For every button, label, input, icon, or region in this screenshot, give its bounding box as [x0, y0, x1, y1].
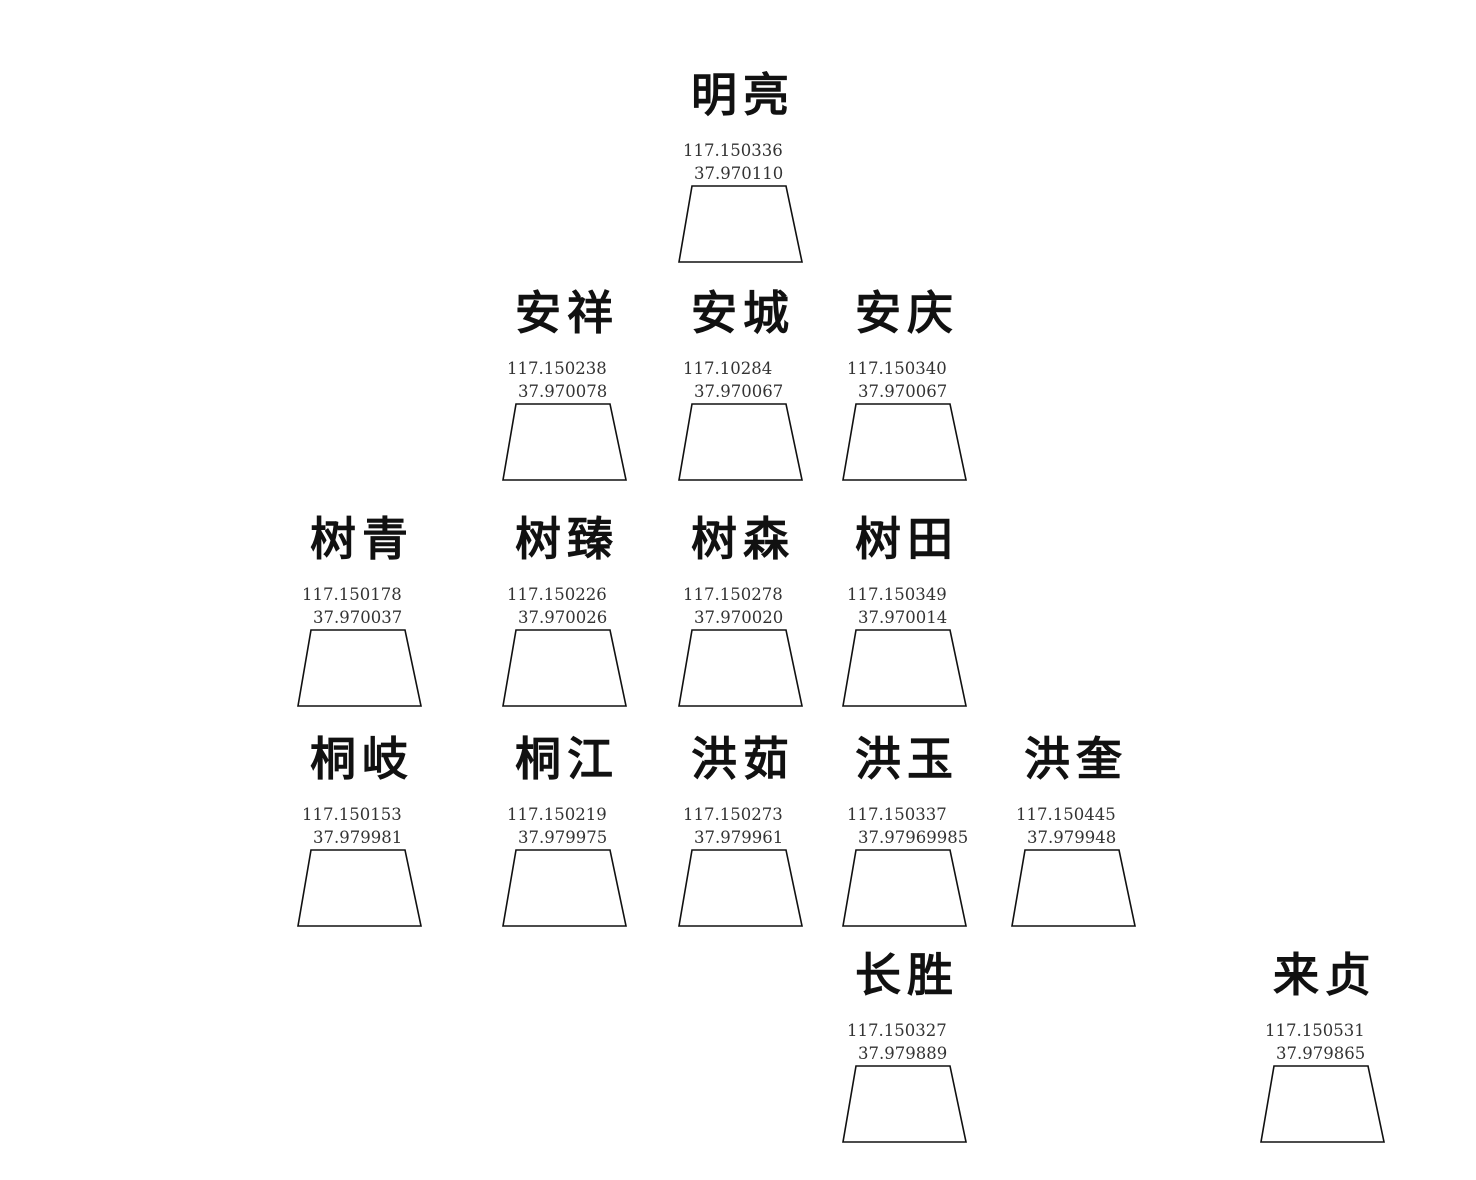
longitude-label: 117.150219 — [507, 805, 607, 824]
longitude-label: 117.150340 — [847, 359, 947, 378]
longitude-label: 117.150153 — [302, 805, 402, 824]
tomb-trapezoid-shape — [678, 849, 803, 927]
tomb-outline — [678, 185, 803, 263]
grave-node: 洪奎 117.150445 37.979948 — [976, 729, 1176, 929]
grave-node: 桐江 117.150219 37.979975 — [467, 729, 667, 929]
longitude-label: 117.150349 — [847, 585, 947, 604]
grave-node: 明亮 117.150336 37.970110 — [643, 65, 843, 265]
grave-node: 来贞 117.150531 37.979865 — [1225, 945, 1425, 1145]
grave-name: 明亮 — [691, 68, 795, 122]
grave-name: 树臻 — [515, 512, 619, 566]
latitude-label: 37.979975 — [518, 828, 608, 847]
longitude-label: 117.150278 — [683, 585, 783, 604]
grave-node: 安城 117.10284 37.970067 — [643, 283, 843, 483]
tomb-trapezoid-shape — [842, 629, 967, 707]
longitude-label: 117.150226 — [507, 585, 607, 604]
latitude-label: 37.970037 — [313, 608, 403, 627]
grave-name: 来贞 — [1273, 948, 1377, 1002]
longitude-label: 117.150238 — [507, 359, 607, 378]
latitude-label: 37.970020 — [694, 608, 784, 627]
latitude-label: 37.979981 — [313, 828, 403, 847]
latitude-label: 37.970067 — [858, 382, 948, 401]
tomb-trapezoid-shape — [842, 849, 967, 927]
tomb-outline — [502, 849, 627, 927]
longitude-label: 117.150327 — [847, 1021, 947, 1040]
latitude-label: 37.970026 — [518, 608, 608, 627]
tomb-outline — [842, 403, 967, 481]
longitude-label: 117.150336 — [683, 141, 783, 160]
tomb-trapezoid-shape — [1260, 1065, 1385, 1143]
tomb-trapezoid-shape — [678, 403, 803, 481]
tomb-trapezoid-shape — [502, 629, 627, 707]
grave-name: 洪茹 — [691, 732, 795, 786]
latitude-label: 37.979961 — [694, 828, 784, 847]
tomb-trapezoid-shape — [502, 849, 627, 927]
tomb-trapezoid-shape — [502, 403, 627, 481]
tomb-outline — [502, 403, 627, 481]
grave-node: 树田 117.150349 37.970014 — [807, 509, 1007, 709]
latitude-label: 37.97969985 — [858, 828, 969, 847]
grave-name: 安城 — [691, 286, 795, 340]
tomb-outline — [678, 849, 803, 927]
longitude-label: 117.150178 — [302, 585, 402, 604]
grave-name: 树田 — [855, 512, 959, 566]
grave-name: 安祥 — [515, 286, 619, 340]
tomb-outline — [842, 629, 967, 707]
longitude-label: 117.150337 — [847, 805, 947, 824]
grave-node: 桐岐 117.150153 37.979981 — [262, 729, 462, 929]
latitude-label: 37.970014 — [858, 608, 948, 627]
grave-node: 洪茹 117.150273 37.979961 — [643, 729, 843, 929]
tomb-trapezoid-shape — [678, 629, 803, 707]
grave-name: 长胜 — [855, 948, 959, 1002]
grave-name: 树青 — [310, 512, 414, 566]
grave-node: 安庆 117.150340 37.970067 — [807, 283, 1007, 483]
latitude-label: 37.979889 — [858, 1044, 948, 1063]
longitude-label: 117.150531 — [1265, 1021, 1365, 1040]
tomb-outline — [502, 629, 627, 707]
tomb-trapezoid-shape — [297, 849, 422, 927]
latitude-label: 37.979865 — [1276, 1044, 1366, 1063]
grave-node: 安祥 117.150238 37.970078 — [467, 283, 667, 483]
grave-name: 桐岐 — [310, 732, 414, 786]
latitude-label: 37.979948 — [1027, 828, 1117, 847]
latitude-label: 37.970110 — [694, 164, 784, 183]
tomb-trapezoid-shape — [842, 403, 967, 481]
tomb-trapezoid-shape — [1011, 849, 1136, 927]
longitude-label: 117.150273 — [683, 805, 783, 824]
tomb-outline — [1011, 849, 1136, 927]
grave-name: 洪奎 — [1024, 732, 1128, 786]
grave-node: 洪玉 117.150337 37.97969985 — [807, 729, 1007, 929]
grave-node: 树青 117.150178 37.970037 — [262, 509, 462, 709]
grave-name: 安庆 — [855, 286, 959, 340]
grave-node: 树臻 117.150226 37.970026 — [467, 509, 667, 709]
tomb-trapezoid-shape — [842, 1065, 967, 1143]
tomb-outline — [842, 849, 967, 927]
tomb-outline — [678, 629, 803, 707]
latitude-label: 37.970078 — [518, 382, 608, 401]
tomb-trapezoid-shape — [678, 185, 803, 263]
grave-name: 树森 — [691, 512, 795, 566]
tomb-outline — [297, 629, 422, 707]
tomb-outline — [297, 849, 422, 927]
grave-node: 长胜 117.150327 37.979889 — [807, 945, 1007, 1145]
tomb-outline — [1260, 1065, 1385, 1143]
tomb-trapezoid-shape — [297, 629, 422, 707]
tomb-outline — [842, 1065, 967, 1143]
tomb-outline — [678, 403, 803, 481]
latitude-label: 37.970067 — [694, 382, 784, 401]
longitude-label: 117.10284 — [683, 359, 773, 378]
grave-node: 树森 117.150278 37.970020 — [643, 509, 843, 709]
grave-name: 洪玉 — [855, 732, 959, 786]
grave-name: 桐江 — [515, 732, 619, 786]
longitude-label: 117.150445 — [1016, 805, 1116, 824]
